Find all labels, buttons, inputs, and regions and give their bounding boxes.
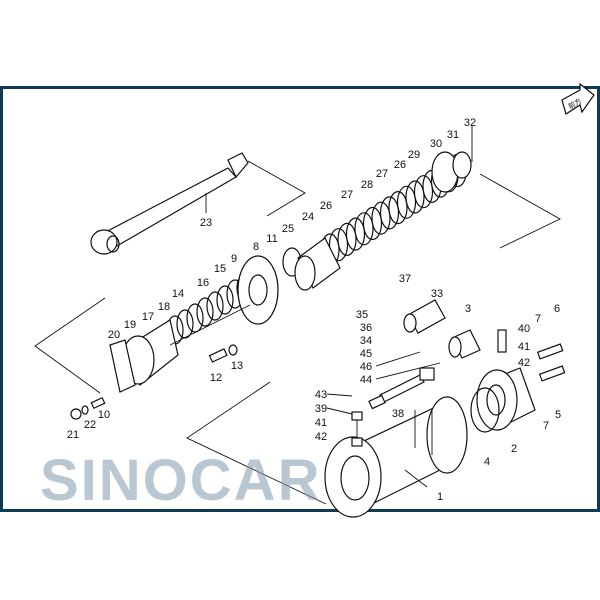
part-label-13: 13: [231, 360, 243, 372]
part-label-41: 41: [315, 417, 327, 429]
part-23-shaft: [90, 152, 249, 255]
watermark: SINOCAR: [40, 448, 321, 513]
part-8-flange: [237, 255, 279, 325]
part-label-28: 28: [361, 179, 373, 191]
part-label-37: 37: [399, 273, 411, 285]
part-label-42: 42: [315, 431, 327, 443]
part-33-bushing: [403, 299, 481, 359]
direction-arrow-icon: 前方: [561, 82, 595, 115]
part-label-16: 16: [197, 277, 209, 289]
part-label-40: 40: [518, 323, 530, 335]
part-label-43: 43: [315, 389, 327, 401]
part-label-22: 22: [84, 419, 96, 431]
part-label-20: 20: [108, 329, 120, 341]
ring: [337, 222, 357, 256]
ring: [345, 217, 366, 251]
part-38-pipe: [351, 329, 566, 447]
part-24-cylinder: [294, 237, 341, 291]
ring: [196, 297, 214, 327]
ring: [176, 309, 194, 339]
part-labels: 2332313029262728272624251189151614181719…: [67, 117, 561, 503]
ring: [206, 291, 224, 321]
part-label-25: 25: [282, 223, 294, 235]
part-label-31: 31: [447, 129, 459, 141]
diagram-frame: [0, 86, 600, 512]
part-label-29: 29: [408, 149, 420, 161]
part-label-38: 38: [392, 408, 404, 420]
part-label-34: 34: [360, 335, 372, 347]
part-label-7: 7: [543, 420, 549, 432]
ring: [362, 206, 383, 241]
part-label-11: 11: [266, 233, 277, 245]
part-label-36: 36: [360, 322, 372, 334]
part-label-6: 6: [554, 303, 560, 315]
part-label-7: 7: [535, 313, 541, 325]
part-label-8: 8: [253, 241, 259, 253]
part-label-24: 24: [302, 211, 314, 223]
ring: [186, 303, 204, 333]
part-label-19: 19: [124, 319, 136, 331]
part-label-27: 27: [341, 189, 353, 201]
part-label-42: 42: [518, 357, 530, 369]
part-label-12: 12: [210, 372, 222, 384]
part-label-26: 26: [394, 159, 406, 171]
ring: [379, 196, 400, 230]
part-label-18: 18: [158, 301, 170, 313]
ring: [413, 175, 434, 209]
part-label-17: 17: [142, 311, 154, 323]
ring: [388, 191, 408, 225]
part-label-30: 30: [430, 138, 442, 150]
part-1-body: [324, 396, 468, 518]
part-label-5: 5: [555, 409, 561, 421]
part-label-46: 46: [360, 361, 372, 373]
part-label-2: 2: [511, 443, 517, 455]
part-label-14: 14: [172, 288, 184, 300]
ring: [328, 228, 349, 262]
part-label-35: 35: [356, 309, 368, 321]
ring: [216, 285, 234, 315]
part-17-cover: [109, 304, 251, 393]
spring-rings: [166, 151, 472, 345]
ring: [452, 151, 472, 179]
part-label-27: 27: [376, 168, 388, 180]
part-label-10: 10: [98, 409, 110, 421]
ring: [405, 180, 425, 214]
part-label-9: 9: [231, 253, 237, 265]
part-label-26: 26: [320, 200, 332, 212]
part-label-15: 15: [214, 263, 226, 275]
part-label-23: 23: [200, 217, 212, 229]
part-2-flange: [470, 367, 536, 433]
part-label-39: 39: [315, 403, 327, 415]
leader-lines: [205, 125, 473, 488]
part-label-4: 4: [484, 456, 490, 468]
part-label-1: 1: [437, 491, 443, 503]
part-label-45: 45: [360, 348, 372, 360]
part-label-33: 33: [431, 288, 443, 300]
ring: [371, 201, 391, 235]
part-label-32: 32: [464, 117, 476, 129]
bracket-lines: [34, 160, 561, 505]
small-bolts: [70, 344, 238, 420]
ring: [396, 185, 417, 219]
part-label-44: 44: [360, 374, 372, 386]
part-label-3: 3: [465, 303, 471, 315]
part-label-41: 41: [518, 341, 530, 353]
part-label-21: 21: [67, 429, 79, 441]
ring: [354, 212, 374, 246]
